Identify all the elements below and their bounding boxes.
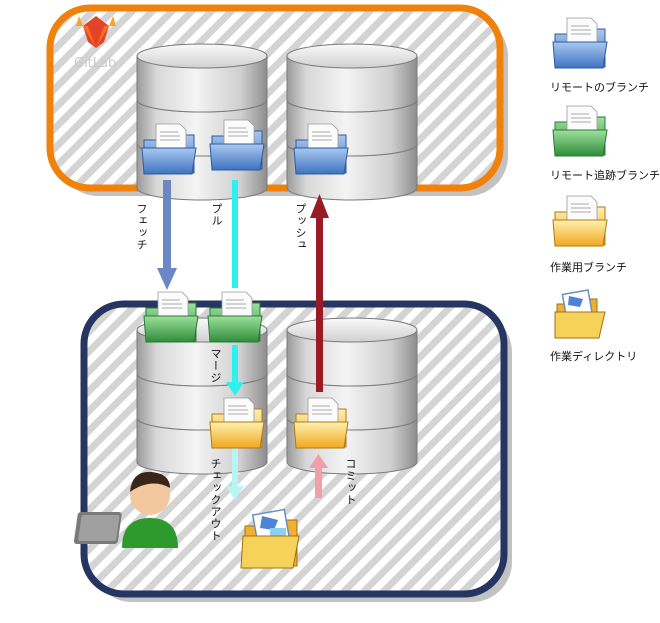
legend-working-dir-label: 作業ディレクトリ	[550, 350, 638, 363]
tracking-branch-folder-1-icon	[143, 291, 199, 343]
checkout-arrow	[226, 448, 244, 500]
local-database-2-icon	[286, 317, 418, 475]
commit-arrow	[309, 454, 328, 498]
remote-repository	[46, 4, 508, 196]
pull-arrow	[232, 180, 238, 288]
remote-branch-folder-2-icon	[209, 119, 265, 171]
work-branch-folder-1-icon	[209, 397, 265, 449]
commit-label: コミット	[344, 458, 357, 506]
push-arrow	[310, 194, 329, 392]
legend-work-branch-icon	[552, 195, 608, 247]
legend-tracking-branch-icon	[552, 105, 608, 157]
legend-remote-branch-icon	[552, 17, 608, 69]
gitlab-logo-text: GitLab	[74, 56, 117, 71]
checkout-label: チェックアウト	[209, 458, 222, 542]
merge-label: マージ	[209, 348, 222, 384]
legend-work-branch-label: 作業用ブランチ	[550, 261, 627, 274]
legend-working-dir-icon	[554, 289, 606, 339]
merge-arrow	[226, 345, 244, 396]
pull-label: プル	[210, 203, 223, 227]
legend-remote-branch-label: リモートのブランチ	[550, 81, 649, 94]
work-branch-folder-2-icon	[293, 397, 349, 449]
remote-database-2-icon	[286, 43, 418, 201]
tracking-branch-folder-2-icon	[207, 291, 263, 343]
fetch-label: フェッチ	[135, 203, 148, 251]
push-label: プッシュ	[294, 203, 307, 251]
working-directory-icon	[240, 508, 300, 569]
remote-branch-folder-1-icon	[141, 123, 197, 175]
user-avatar-icon	[73, 471, 178, 548]
legend-tracking-branch-label: リモート追跡ブランチ	[550, 169, 660, 182]
gitlab-logo-icon	[76, 16, 116, 48]
fetch-arrow	[157, 180, 177, 290]
remote-branch-folder-3-icon	[293, 123, 349, 175]
